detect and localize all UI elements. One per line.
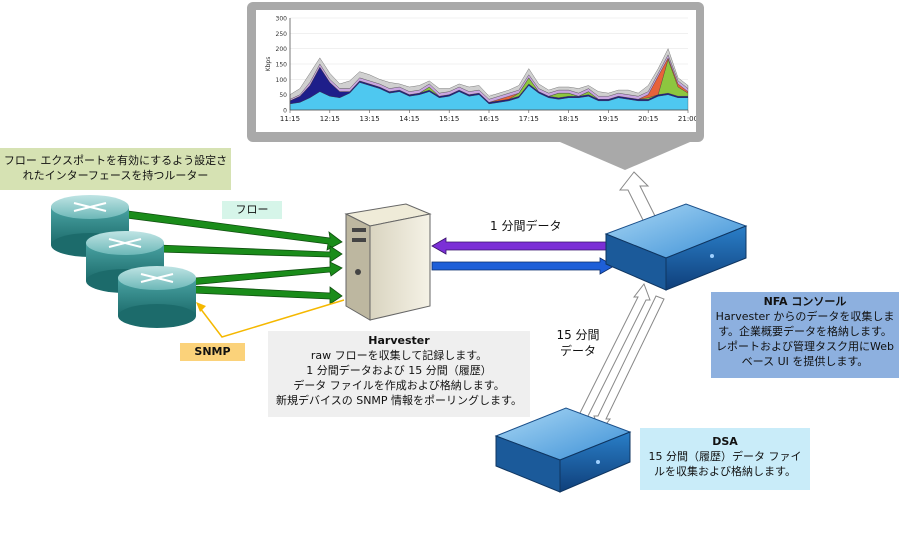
fifteen-minute-line2: データ [559, 344, 596, 358]
x-tick-label: 21:00 [678, 115, 696, 123]
series-area-5 [289, 48, 689, 100]
nfa-title: NFA コンソール [763, 295, 847, 308]
router-3 [118, 266, 196, 328]
dsa-line1: 15 分間（履歴）データ ファイ [648, 450, 802, 463]
x-tick-label: 16:15 [479, 115, 499, 123]
dsa-appliance [494, 407, 632, 493]
x-tick-label: 15:15 [439, 115, 459, 123]
snmp-link [199, 299, 345, 338]
harvester-server [344, 203, 432, 321]
dsa-line2: ルを収集および格納します。 [654, 465, 796, 478]
x-tick-label: 18:15 [559, 115, 579, 123]
traffic-chart: 0 50 100 150 200 250 300 11:15 12:15 13:15 14:15 15… [265, 16, 698, 124]
y-tick-label: 250 [276, 31, 288, 38]
router-caption-line2: れたインターフェースを持つルーター [22, 169, 209, 182]
fifteen-minute-line1: 15 分間 [556, 328, 600, 342]
flow-arrows [125, 210, 343, 305]
x-tick-label: 20:15 [638, 115, 658, 123]
y-tick-label: 100 [276, 77, 288, 84]
flow-label: フロー [222, 201, 282, 219]
fifteen-minute-data-label: 15 分間 データ [548, 327, 608, 359]
y-axis-label: Kbps [265, 57, 272, 72]
y-tick-label: 200 [276, 46, 288, 53]
snmp-arrowhead [196, 302, 206, 312]
router-caption-line1: フロー エクスポートを有効にするよう設定さ [3, 154, 228, 167]
y-tick-label: 300 [276, 16, 288, 23]
router-caption: フロー エクスポートを有効にするよう設定さ れたインターフェースを持つルーター [0, 148, 231, 190]
y-tick-label: 0 [283, 108, 287, 115]
nfa-console-description: NFA コンソール Harvester からのデータを収集しま す。企業概要デー… [711, 292, 899, 378]
nfa-line3: レポートおよび管理タスク用にWeb [716, 340, 894, 353]
nfa-line1: Harvester からのデータを収集しま [715, 310, 895, 323]
nfa-line4: ベース UI を提供します。 [741, 355, 869, 368]
harvester-line1: raw フローを収集して記録します。 [310, 349, 488, 362]
dsa-title: DSA [712, 435, 738, 448]
harvester-line3: データ ファイルを作成および格納します。 [293, 379, 505, 392]
harvester-line4: 新規デバイスの SNMP 情報をポーリングします。 [276, 394, 522, 407]
one-minute-data-label: 1 分間データ [490, 219, 562, 233]
harvester-to-nfa-arrow [431, 257, 615, 275]
harvester-description: Harvester raw フローを収集して記録します。 1 分間データおよび … [268, 331, 530, 417]
snmp-label: SNMP [180, 343, 245, 361]
nfa-line2: す。企業概要データを格納します。 [718, 325, 892, 338]
x-tick-label: 12:15 [320, 115, 340, 123]
one-minute-data-arrow [431, 237, 607, 255]
x-tick-label: 14:15 [399, 115, 419, 123]
y-tick-label: 50 [279, 92, 287, 99]
y-tick-label: 150 [276, 62, 288, 69]
arrow-up-to-chart [618, 171, 657, 223]
harvester-line2: 1 分間データおよび 15 分間（履歴） [306, 364, 492, 377]
x-tick-label: 17:15 [519, 115, 539, 123]
x-tick-label: 11:15 [280, 115, 300, 123]
dsa-description: DSA 15 分間（履歴）データ ファイ ルを収集および格納します。 [640, 428, 810, 490]
chart-callout [560, 142, 690, 170]
x-tick-label: 13:15 [360, 115, 380, 123]
x-tick-label: 19:15 [598, 115, 618, 123]
nfa-console-appliance [604, 203, 748, 291]
harvester-title: Harvester [368, 334, 430, 347]
chart-panel: 0 50 100 150 200 250 300 11:15 12:15 13:15 14:15 15… [256, 10, 698, 132]
